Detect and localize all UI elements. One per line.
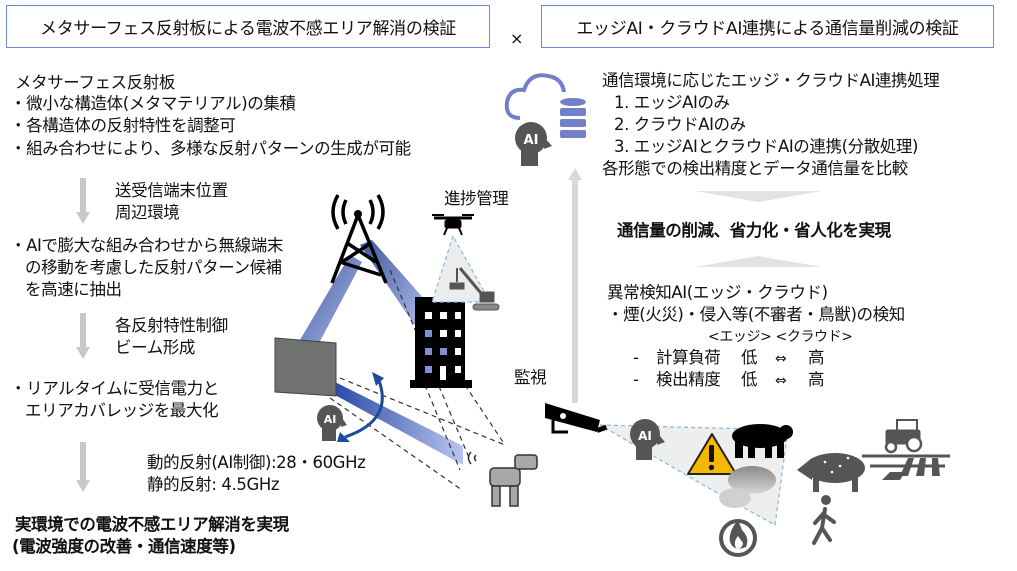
progress-management-label: 進捗管理 bbox=[444, 189, 509, 208]
ai-badge-camera: AI bbox=[638, 429, 652, 443]
fire-icon bbox=[719, 519, 757, 557]
right-title-box: エッジAI・クラウドAI連携による通信量削減の検証 bbox=[541, 5, 994, 48]
compare-cloud-value: 高 bbox=[808, 348, 825, 367]
compare-arrow: ⇔ bbox=[775, 373, 787, 389]
processing-option-2: 2. クラウドAIのみ bbox=[614, 115, 746, 134]
compare-arrow: ⇔ bbox=[775, 351, 787, 367]
chevron-up-divider bbox=[695, 256, 822, 267]
tractor-field-icon bbox=[862, 419, 950, 480]
beam-steer-arrow-icon bbox=[344, 377, 384, 439]
processing-option-3: 3. エッジAIとクラウドAIの連携(分散処理) bbox=[614, 137, 919, 156]
right-title: エッジAI・クラウドAI連携による通信量削減の検証 bbox=[576, 19, 959, 39]
processing-heading: 通信環境に応じたエッジ・クラウドAI連携処理 bbox=[602, 71, 940, 90]
flow-arrow-2 bbox=[76, 313, 90, 359]
flow-arrow-3 bbox=[76, 442, 90, 492]
processing-compare: 各形態での検出精度とデータ通信量を比較 bbox=[602, 159, 908, 178]
compare-dash: - bbox=[633, 348, 639, 367]
metasurface-bullet-2: ・各構造体の反射特性を調整可 bbox=[10, 116, 236, 135]
anomaly-bullet: ・煙(火災)・侵入等(不審者・鳥獣)の検知 bbox=[607, 305, 905, 324]
beam-reflector-to-robot bbox=[335, 382, 463, 465]
realtime-line-2: エリアカバレッジを最大化 bbox=[25, 401, 219, 420]
smoke-icon bbox=[728, 466, 776, 494]
ai-extract-line-2: の移動を考慮した反射パターン候補 bbox=[25, 258, 282, 277]
wifi-signal-icon bbox=[467, 451, 477, 465]
ai-head-icon-camera bbox=[630, 419, 665, 460]
compare-label: 計算負荷 bbox=[656, 348, 721, 367]
step1-input-1: 送受信端末位置 bbox=[115, 181, 228, 200]
metasurface-reflector-icon bbox=[274, 337, 337, 397]
realtime-line-1: ・リアルタイムに受信電力と bbox=[10, 379, 219, 398]
compare-dash: - bbox=[633, 370, 639, 389]
chevron-down-divider bbox=[695, 191, 822, 202]
ai-head-icon-reflector bbox=[317, 405, 347, 441]
compare-label: 検出精度 bbox=[656, 370, 721, 389]
left-title: メタサーフェス反射板による電波不感エリア解消の検証 bbox=[40, 19, 456, 39]
step1-input-2: 周辺環境 bbox=[115, 203, 180, 222]
processing-option-1: 1. エッジAIのみ bbox=[614, 93, 730, 112]
result-line-2: (電波強度の改善・通信速度等) bbox=[12, 537, 236, 556]
beam-tower-to-reflector bbox=[300, 255, 362, 345]
drone-icon bbox=[432, 214, 474, 236]
building-icon bbox=[410, 297, 472, 388]
monitoring-label: 監視 bbox=[514, 368, 547, 387]
excavator-icon bbox=[449, 267, 500, 311]
ai-extract-line-1: ・AIで膨大な組み合わせから無線端末 bbox=[10, 236, 283, 255]
compare-header: <エッジ> <クラウド> bbox=[708, 329, 853, 345]
ai-badge-reflector: AI bbox=[324, 413, 337, 426]
metasurface-bullet-3: ・組み合わせにより、多様な反射パターンの生成が可能 bbox=[10, 139, 411, 158]
freq-dynamic: 動的反射(AI制御):28・60GHz bbox=[147, 453, 366, 472]
robot-dog-icon bbox=[489, 454, 538, 507]
compare-cloud-value: 高 bbox=[808, 370, 825, 389]
walking-person-icon bbox=[812, 495, 836, 545]
metasurface-bullet-1: ・微小な構造体(メタマテリアル)の集積 bbox=[10, 94, 296, 113]
freq-static: 静的反射: 4.5GHz bbox=[147, 475, 280, 494]
step2-input-1: 各反射特性制御 bbox=[115, 316, 228, 335]
bear-icon bbox=[732, 424, 793, 458]
ai-extract-line-3: を高速に抽出 bbox=[25, 280, 122, 299]
step2-input-2: ビーム形成 bbox=[115, 338, 196, 357]
security-camera-icon bbox=[545, 403, 608, 434]
metasurface-heading: メタサーフェス反射板 bbox=[15, 73, 176, 92]
cloud-icon bbox=[504, 73, 566, 120]
ai-head-icon-cloud bbox=[515, 122, 552, 166]
result-line-1: 実環境での電波不感エリア解消を実現 bbox=[15, 515, 289, 534]
outcome-text: 通信量の削減、省力化・省人化を実現 bbox=[617, 221, 891, 240]
left-title-box: メタサーフェス反射板による電波不感エリア解消の検証 bbox=[6, 5, 490, 48]
wild-boar-icon bbox=[797, 453, 865, 492]
flow-arrow-1 bbox=[76, 178, 90, 224]
cell-tower-icon bbox=[330, 194, 388, 284]
monitor-up-arrow bbox=[568, 168, 582, 403]
times-symbol: × bbox=[510, 29, 524, 48]
anomaly-heading: 異常検知AI(エッジ・クラウド) bbox=[607, 283, 828, 302]
compare-edge-value: 低 bbox=[741, 348, 758, 367]
database-icon bbox=[560, 98, 586, 138]
compare-edge-value: 低 bbox=[741, 370, 758, 389]
ai-badge-cloud: AI bbox=[524, 133, 539, 148]
